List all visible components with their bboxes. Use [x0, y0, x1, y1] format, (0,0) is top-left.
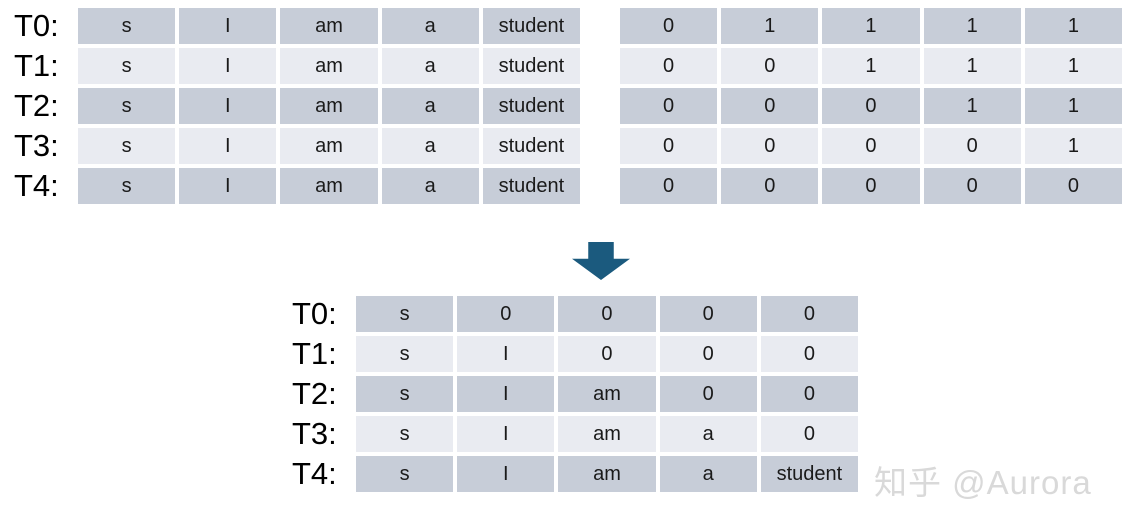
- down-arrow-icon: [572, 242, 630, 280]
- table-cell: student: [482, 168, 580, 204]
- table-cell: 0: [822, 88, 920, 124]
- table-cell: 1: [923, 48, 1021, 84]
- table-cell: am: [558, 376, 656, 412]
- table-cell: a: [659, 456, 757, 492]
- table-cell: 0: [923, 168, 1021, 204]
- table-cell: 0: [1024, 168, 1122, 204]
- row-label: T0:: [14, 8, 59, 43]
- row-label: T1:: [14, 48, 59, 83]
- table-cell: 1: [1024, 88, 1122, 124]
- table-cell: 0: [760, 296, 858, 332]
- table-cell: 0: [659, 336, 757, 372]
- table-cell: 0: [721, 128, 819, 164]
- row-label: T3:: [14, 128, 59, 163]
- table-cell: 0: [760, 336, 858, 372]
- table-cell: s: [356, 376, 454, 412]
- table-cell: s: [356, 296, 454, 332]
- table-cell: I: [179, 168, 277, 204]
- row-label-column: T0: T1: T2: T3: T4:: [14, 8, 64, 204]
- table-cell: 0: [822, 168, 920, 204]
- table-cell: I: [179, 48, 277, 84]
- table-cell: 0: [659, 376, 757, 412]
- table-cell: a: [659, 416, 757, 452]
- table-cell: student: [760, 456, 858, 492]
- table-cell: 1: [1024, 48, 1122, 84]
- table-cell: I: [179, 8, 277, 44]
- table-cell: 0: [457, 296, 555, 332]
- table-cell: 0: [923, 128, 1021, 164]
- table-cell: 0: [822, 128, 920, 164]
- table-cell: 1: [721, 8, 819, 44]
- table-cell: s: [78, 168, 176, 204]
- table-cell: 0: [620, 8, 718, 44]
- table-cell: am: [280, 168, 378, 204]
- row-label: T4:: [14, 168, 59, 203]
- table-cell: 0: [558, 336, 656, 372]
- table-cell: am: [280, 128, 378, 164]
- table-cell: s: [78, 88, 176, 124]
- table-cell: 1: [1024, 8, 1122, 44]
- table-cell: s: [78, 48, 176, 84]
- table-cell: student: [482, 128, 580, 164]
- row-label-column: T0: T1: T2: T3: T4:: [292, 296, 342, 492]
- table-cell: am: [280, 88, 378, 124]
- row-label: T1:: [292, 336, 337, 371]
- table-cell: am: [280, 48, 378, 84]
- table-cell: student: [482, 88, 580, 124]
- table-cell: 1: [822, 48, 920, 84]
- table-cell: a: [381, 88, 479, 124]
- table-cell: s: [78, 8, 176, 44]
- table-cell: 0: [620, 128, 718, 164]
- table-cell: 0: [620, 48, 718, 84]
- table-cell: 1: [923, 8, 1021, 44]
- table-cell: 0: [620, 88, 718, 124]
- table-cell: 0: [558, 296, 656, 332]
- table-cell: I: [179, 128, 277, 164]
- table-cell: a: [381, 168, 479, 204]
- table-cell: s: [356, 336, 454, 372]
- table-cell: 1: [1024, 128, 1122, 164]
- row-label: T3:: [292, 416, 337, 451]
- table-cell: s: [78, 128, 176, 164]
- row-label: T0:: [292, 296, 337, 331]
- table-cell: 1: [822, 8, 920, 44]
- table-cell: I: [457, 456, 555, 492]
- table-cell: student: [482, 48, 580, 84]
- table-cell: 0: [721, 48, 819, 84]
- table-cell: s: [356, 416, 454, 452]
- table-cell: 0: [721, 168, 819, 204]
- table-cell: I: [457, 416, 555, 452]
- table-cell: 0: [659, 296, 757, 332]
- watermark: 知乎 @Aurora: [874, 464, 1092, 501]
- table-cell: a: [381, 128, 479, 164]
- table-cell: am: [558, 456, 656, 492]
- table-cell: s: [356, 456, 454, 492]
- row-label: T4:: [292, 456, 337, 491]
- row-label: T2:: [292, 376, 337, 411]
- table-cell: 0: [760, 416, 858, 452]
- table-cell: 1: [923, 88, 1021, 124]
- table-cell: 0: [760, 376, 858, 412]
- table-cell: a: [381, 48, 479, 84]
- table-cell: I: [457, 336, 555, 372]
- table-cell: am: [558, 416, 656, 452]
- row-label: T2:: [14, 88, 59, 123]
- table-cell: am: [280, 8, 378, 44]
- table-cell: I: [457, 376, 555, 412]
- table-cell: student: [482, 8, 580, 44]
- table-cell: a: [381, 8, 479, 44]
- table-cell: I: [179, 88, 277, 124]
- table-cell: 0: [620, 168, 718, 204]
- table-cell: 0: [721, 88, 819, 124]
